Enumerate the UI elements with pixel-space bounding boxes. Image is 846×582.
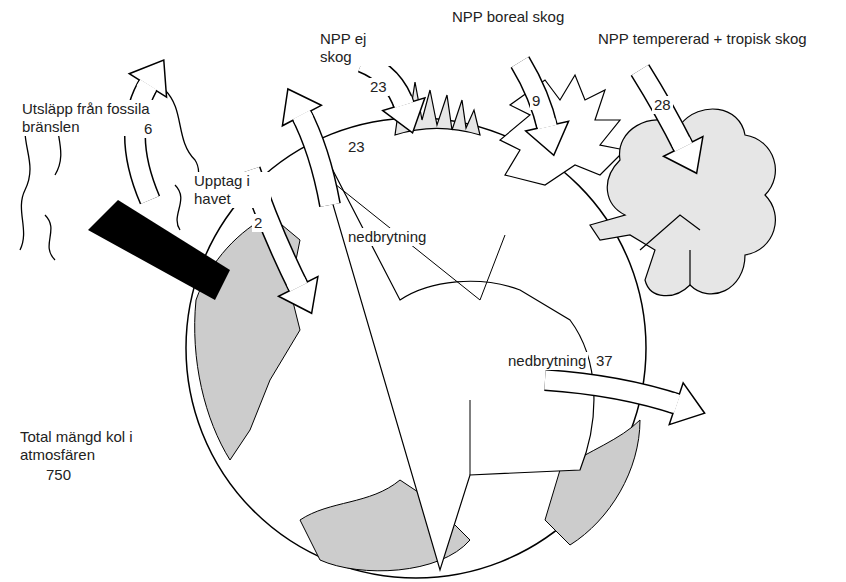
flow-value: 6 (142, 120, 154, 138)
flow-label: NPP ej skog (318, 30, 392, 66)
smoke (20, 90, 200, 260)
flow-arrows (129, 60, 704, 425)
arrow-joint (681, 141, 684, 147)
flow-value: 9 (530, 92, 542, 110)
arrow-joint (301, 115, 304, 121)
flow-label: nedbrytning (506, 352, 588, 370)
arrow-head (383, 98, 425, 133)
arrow-joint (671, 402, 678, 404)
arrow-head (129, 60, 166, 97)
arrow-joint (402, 98, 404, 105)
flow-label: NPP boreal skog (450, 8, 574, 26)
arrow-joint (145, 85, 149, 91)
total-label: Total mängd kol i atmosfären (18, 428, 172, 464)
arrow-outline (362, 62, 405, 108)
arrow-body (520, 62, 548, 130)
arrow-outline (545, 380, 680, 405)
total-value: 750 (44, 466, 73, 484)
flow-label: NPP tempererad + tropisk skog (596, 30, 840, 48)
flow-value: 28 (652, 96, 673, 114)
arrow-joint (296, 281, 299, 287)
arrow-body (362, 62, 405, 108)
arrow-joint (546, 120, 548, 127)
arrow-body (300, 112, 330, 205)
arrow-head (669, 383, 704, 425)
globe (186, 118, 646, 578)
cutaway-edge (480, 235, 505, 300)
flow-label: Upptag i havet (192, 172, 271, 208)
arrow-outline (640, 70, 685, 150)
arrow-body (640, 70, 685, 150)
arrow-outline (300, 112, 330, 205)
tree-trunk (640, 215, 700, 285)
cutaway-edge (330, 180, 480, 300)
arrow-outline (520, 62, 548, 130)
boreal-forest (500, 75, 625, 185)
cutaway-edge (470, 400, 471, 475)
arrow-body (545, 380, 680, 405)
flow-label: Utsläpp från fossila bränslen (20, 100, 159, 136)
chimney (88, 200, 230, 300)
arrow-head (526, 121, 569, 155)
flow-value: 37 (594, 352, 615, 370)
arrow-head (282, 89, 321, 126)
flow-value: 23 (368, 78, 389, 96)
flow-label: nedbrytning (346, 228, 428, 246)
arrow-head (279, 277, 318, 314)
cutaway (310, 126, 594, 570)
flow-value: 23 (346, 138, 367, 156)
arrow-head (664, 137, 703, 174)
flow-value: 2 (252, 214, 264, 232)
